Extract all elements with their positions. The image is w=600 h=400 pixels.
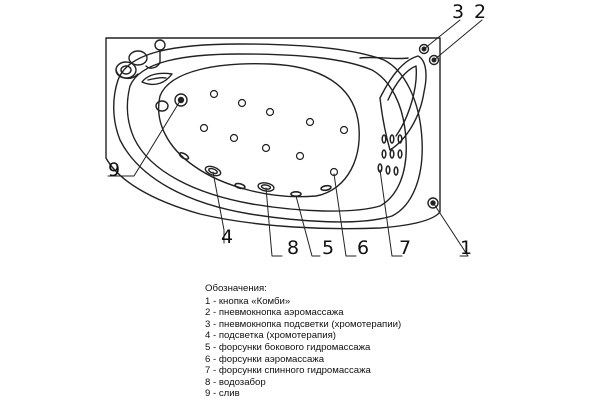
aero-jet (209, 89, 219, 99)
tub-inner-contour (126, 53, 407, 212)
aero-jet (305, 117, 315, 127)
callout-6: 6 (357, 237, 369, 259)
aero-jet (295, 151, 305, 161)
tub-backrest-fold (359, 56, 409, 60)
callout-5: 5 (322, 237, 334, 259)
aero-jet (199, 123, 209, 133)
callout-4: 4 (221, 226, 233, 248)
legend-item: 6 - форсунки аэромассажа (205, 353, 325, 365)
callout-1: 1 (460, 237, 472, 259)
aero-jet (265, 107, 275, 117)
legend-item: 8 - водозабор (205, 376, 266, 388)
aero-jet (229, 133, 239, 143)
combi-knob-left-icon (115, 61, 139, 80)
legend-header: Обозначения: (205, 283, 267, 294)
back-jets (377, 134, 403, 176)
legend-item: 9 - слив (205, 388, 240, 400)
tub-rim-contour (113, 43, 423, 223)
legend-item: 7 - форсунки спинного гидромассажа (205, 365, 371, 377)
legend-item: 4 - подсветка (хромотерапия) (205, 330, 337, 342)
legend-item: 2 - пневмокнопка аэромассажа (205, 307, 344, 319)
leader-lines (107, 19, 483, 257)
callout-9: 9 (108, 159, 120, 181)
legend: Обозначения: 1 - кнопка «Комби» 2 - пнев… (205, 283, 585, 400)
aero-jet (339, 125, 349, 135)
callout-2: 2 (474, 1, 486, 23)
legend-item: 3 - пневмокнопка подсветки (хромотерапии… (205, 318, 402, 330)
faucet-icon (128, 39, 166, 69)
aero-jets (199, 89, 349, 177)
side-fitting-icon (155, 100, 169, 112)
callout-8: 8 (287, 237, 299, 259)
aero-jet (261, 143, 271, 153)
tub-backrest-inner (387, 65, 418, 137)
drain-icon (174, 93, 188, 107)
callout-7: 7 (399, 237, 411, 259)
side-jets (178, 152, 332, 198)
callout-3: 3 (452, 1, 464, 23)
tub-outer-rim (105, 37, 441, 230)
tub-basin (158, 63, 360, 198)
combi-button-icon (427, 197, 439, 209)
legend-item: 5 - форсунки бокового гидромассажа (205, 341, 371, 353)
headrest (141, 72, 173, 86)
tub-backrest (379, 55, 427, 151)
legend-item: 1 - кнопка «Комби» (205, 295, 291, 307)
headrest-inner (147, 76, 167, 81)
aero-jet (237, 98, 247, 108)
light-icon (204, 165, 222, 177)
bathtub-diagram: 9 3 2 4 8 5 6 7 1 (105, 1, 486, 259)
